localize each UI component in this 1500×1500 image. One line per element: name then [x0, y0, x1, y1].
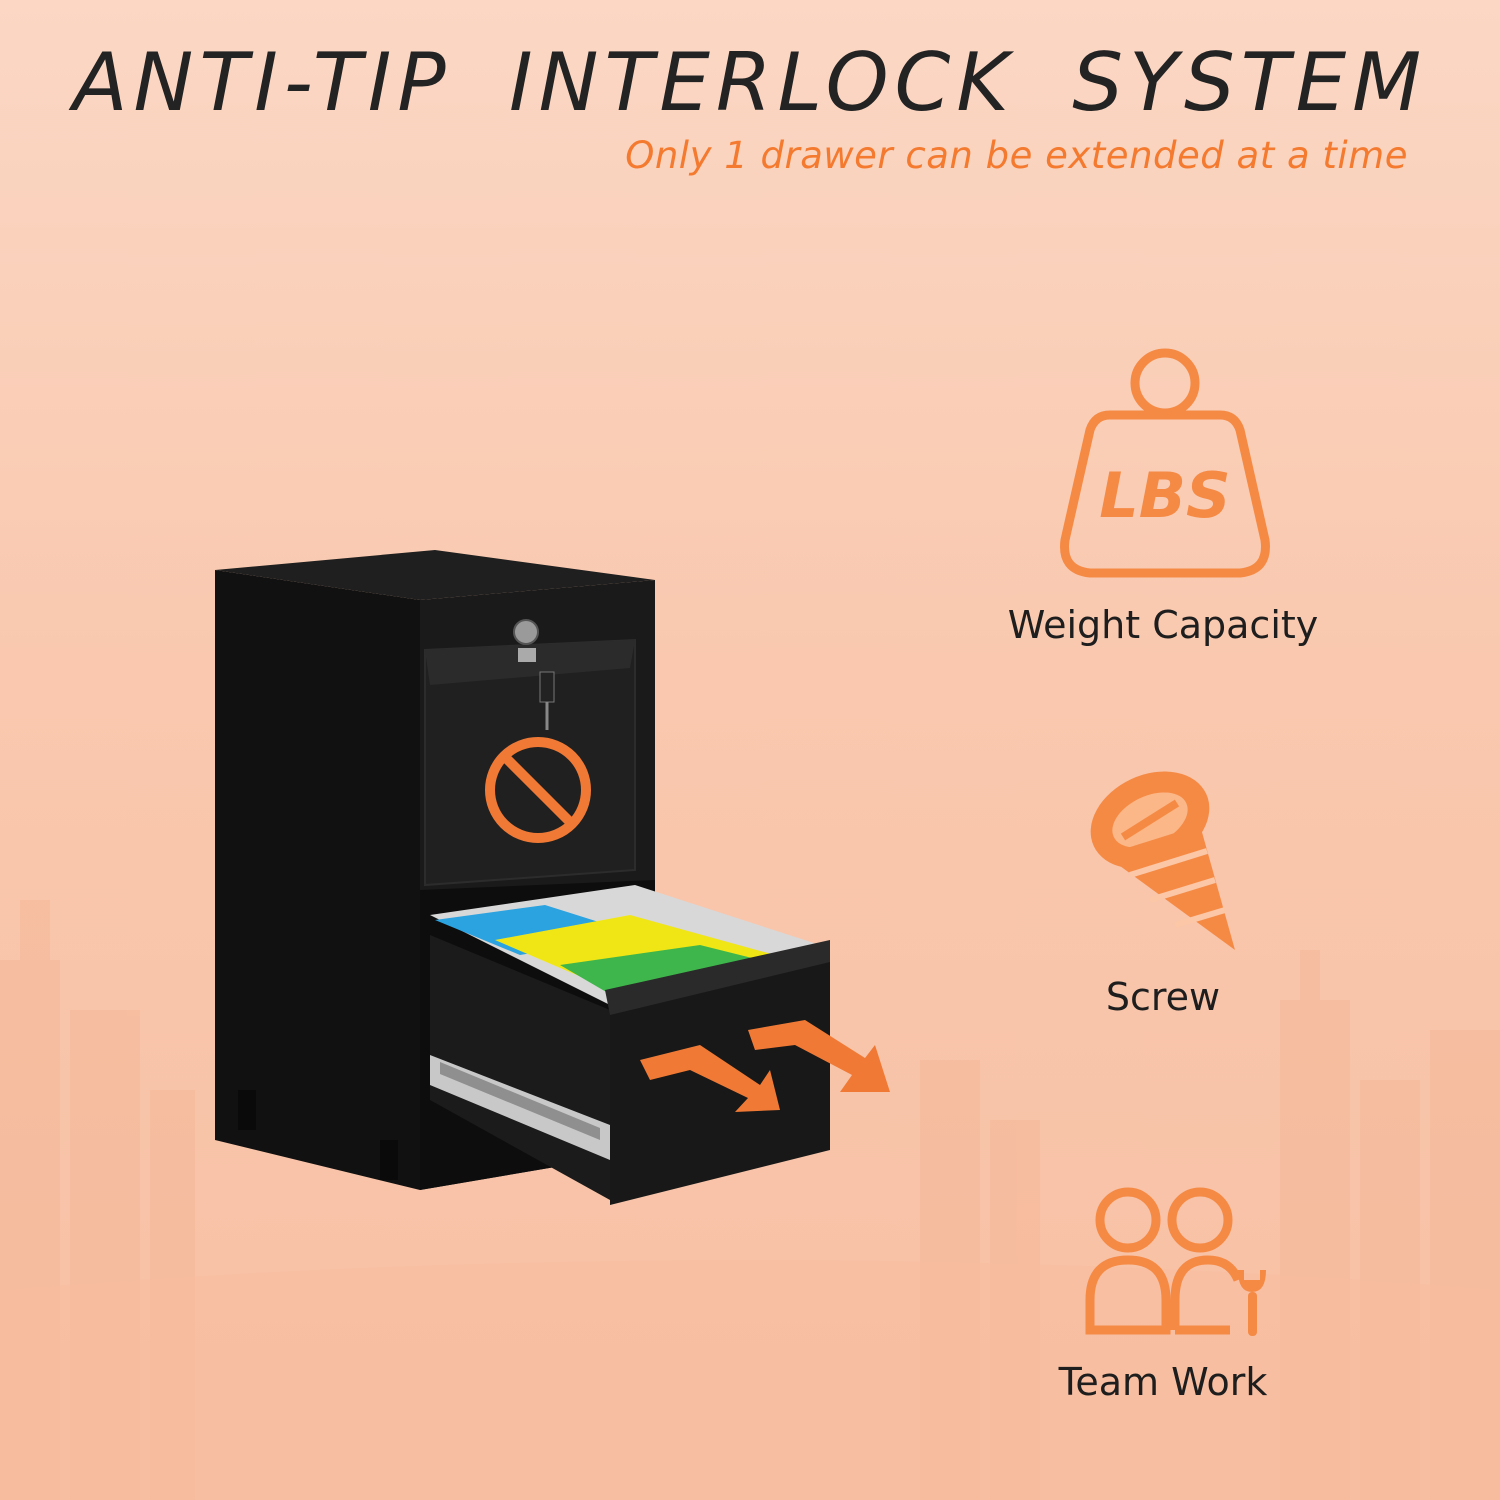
pull-out-arrow-icon — [640, 1020, 890, 1112]
team-work-icon — [1085, 1187, 1266, 1336]
feature-label-screw: Screw — [1105, 975, 1221, 1019]
weight-lbs-icon: LBS — [1060, 348, 1270, 578]
no-entry-icon — [485, 737, 591, 843]
lbs-icon-text: LBS — [1099, 459, 1230, 532]
feature-label-weight-capacity: Weight Capacity — [1007, 603, 1319, 647]
page-subtitle: Only 1 drawer can be extended at a time — [625, 134, 1408, 177]
filing-cabinet-image — [215, 550, 890, 1205]
feature-label-team-work: Team Work — [1058, 1360, 1268, 1404]
screw-icon — [1090, 771, 1235, 950]
page-title: ANTI-TIP INTERLOCK SYSTEM — [72, 36, 1428, 129]
